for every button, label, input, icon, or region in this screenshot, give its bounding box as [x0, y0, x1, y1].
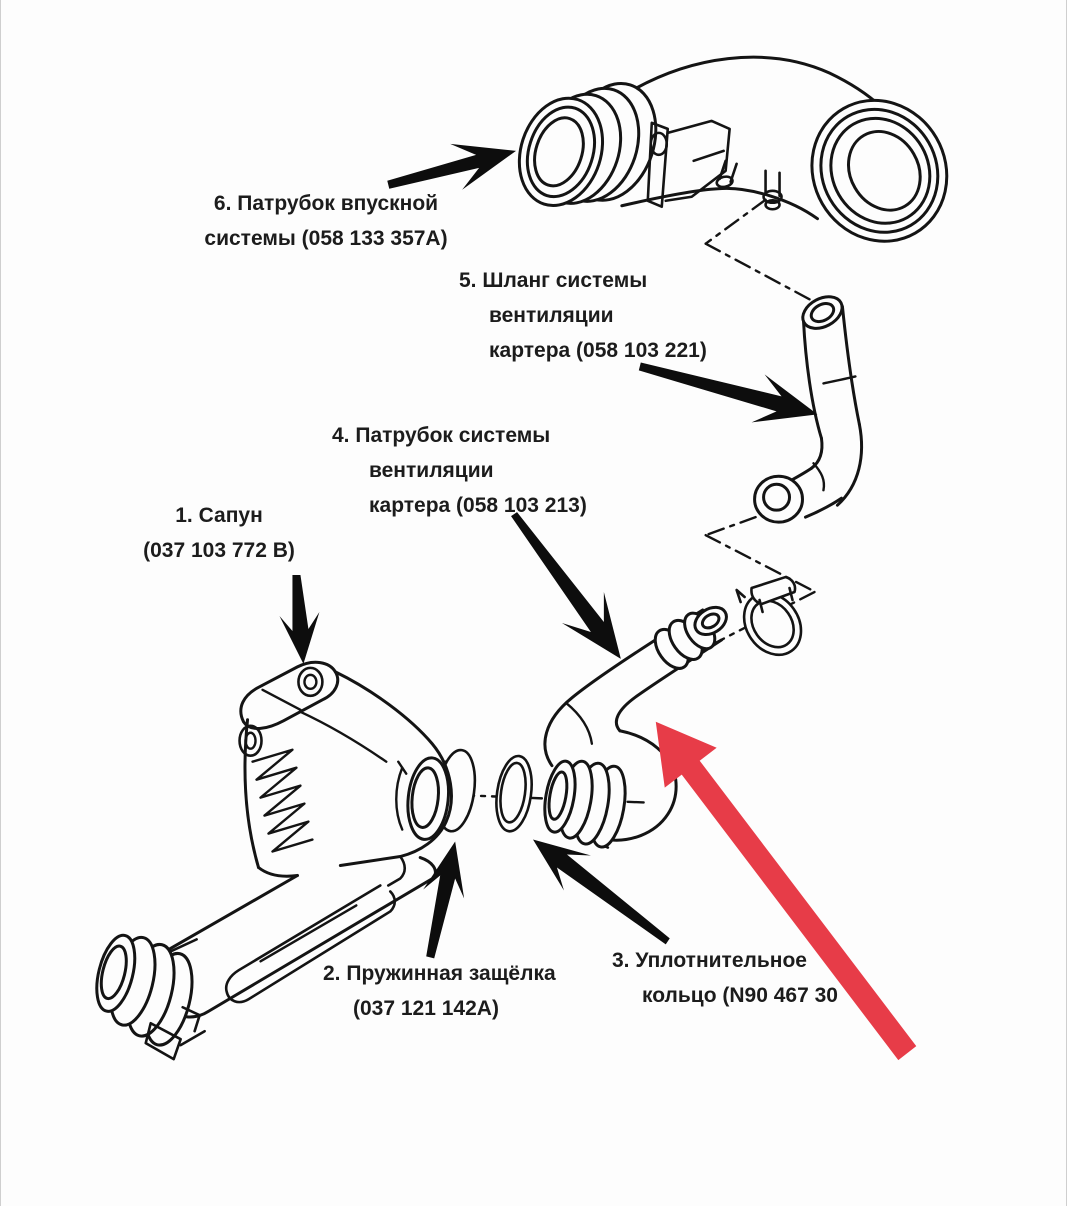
breather-drawing	[95, 660, 453, 1061]
label-part-6-line2: системы (058 133 357А)	[204, 227, 448, 250]
label-part-2-line1: 2. Пружинная защёлка	[323, 962, 556, 985]
label-part-4-line2: вентиляции	[369, 459, 494, 482]
label-part-3-line1: 3. Уплотнительное	[612, 949, 807, 972]
label-part-4: 4. Патрубок системы вентиляции картера (…	[332, 418, 587, 523]
label-part-1: 1. Сапун (037 103 772 В)	[119, 498, 319, 568]
label-part-3: 3. Уплотнительное кольцо (N90 467 30	[612, 943, 838, 1013]
vent-hose-drawing	[753, 295, 864, 524]
label-part-2: 2. Пружинная защёлка (037 121 142А)	[323, 956, 556, 1026]
arrow-to-intake-pipe	[387, 143, 517, 190]
arrow-to-o-ring	[533, 839, 670, 945]
label-part-5-line1: 5. Шланг системы	[459, 269, 648, 292]
arrow-to-breather	[279, 575, 320, 664]
arrow-to-vent-pipe	[511, 512, 621, 659]
callout-arrows	[279, 143, 818, 959]
label-part-5-line3: картера (058 103 221)	[489, 339, 707, 362]
label-part-6: 6. Патрубок впускной системы (058 133 35…	[191, 186, 461, 256]
arrow-to-spring-clip	[423, 841, 465, 959]
o-ring-drawing	[495, 754, 533, 833]
label-part-4-line1: 4. Патрубок системы	[332, 424, 551, 447]
arrow-to-vent-hose	[638, 362, 818, 423]
label-part-5: 5. Шланг системы вентиляции картера (058…	[459, 263, 707, 368]
label-part-4-line3: картера (058 103 213)	[369, 494, 587, 517]
label-part-6-line1: 6. Патрубок впускной	[213, 192, 439, 215]
intake-pipe-drawing	[517, 55, 949, 243]
label-part-2-line2: (037 121 142А)	[353, 997, 499, 1020]
vent-pipe-drawing	[543, 605, 728, 849]
label-part-3-line2: кольцо (N90 467 30	[642, 984, 838, 1007]
label-part-1-line1: 1. Сапун	[175, 504, 263, 527]
hose-clamp-drawing	[735, 575, 803, 657]
red-highlight-arrow	[655, 721, 917, 1061]
label-part-1-line2: (037 103 772 В)	[143, 539, 295, 562]
label-part-5-line2: вентиляции	[489, 304, 614, 327]
